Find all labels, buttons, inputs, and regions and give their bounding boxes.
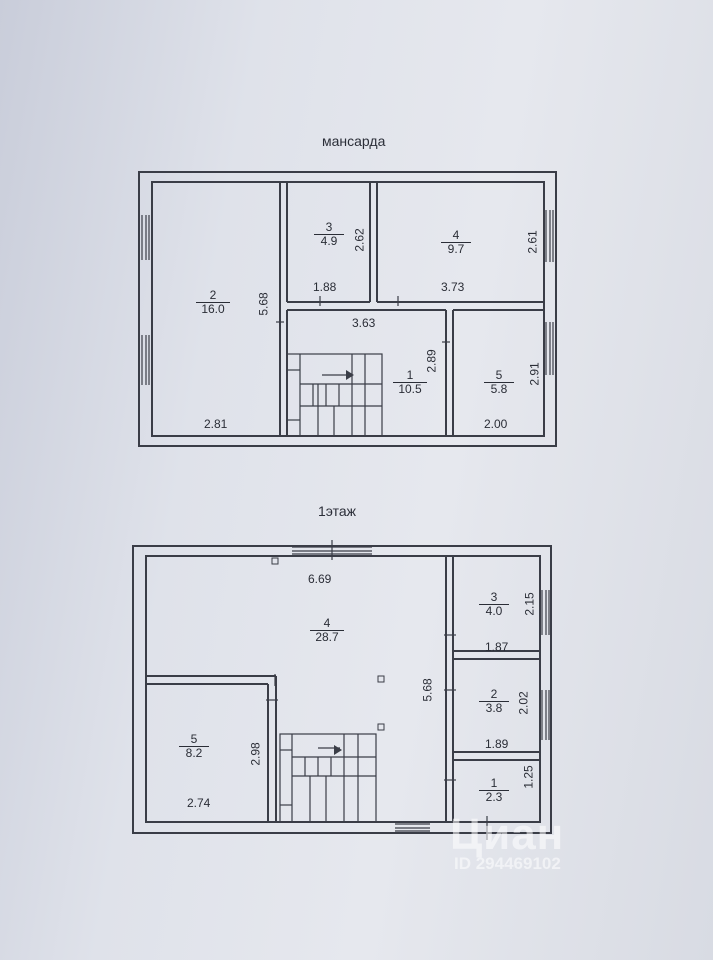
dimension-label: 1.87 <box>485 640 509 654</box>
dimension-label: 1.25 <box>521 765 536 789</box>
dimension-label: 2.98 <box>248 742 263 766</box>
dimension-label: 2.81 <box>204 417 228 431</box>
dimension-label: 3.63 <box>352 316 376 330</box>
watermark-brand: Циан <box>450 810 565 859</box>
dimension-label: 2.00 <box>484 417 508 431</box>
dimension-label: 1.88 <box>313 280 337 294</box>
dimension-label: 6.69 <box>308 572 332 586</box>
dimension-label: 1.89 <box>485 737 509 751</box>
watermark: Циан ID 294469102 <box>440 810 650 880</box>
dimension-label: 2.15 <box>522 592 537 616</box>
watermark-id: ID 294469102 <box>454 854 561 873</box>
ground-floor-title: 1этаж <box>318 503 357 519</box>
dimension-label: 3.73 <box>441 280 465 294</box>
dimension-label: 2.02 <box>516 691 531 715</box>
dimension-label: 2.74 <box>187 796 211 810</box>
dimension-label: 5.68 <box>420 678 435 702</box>
attic-title: мансарда <box>322 133 386 149</box>
